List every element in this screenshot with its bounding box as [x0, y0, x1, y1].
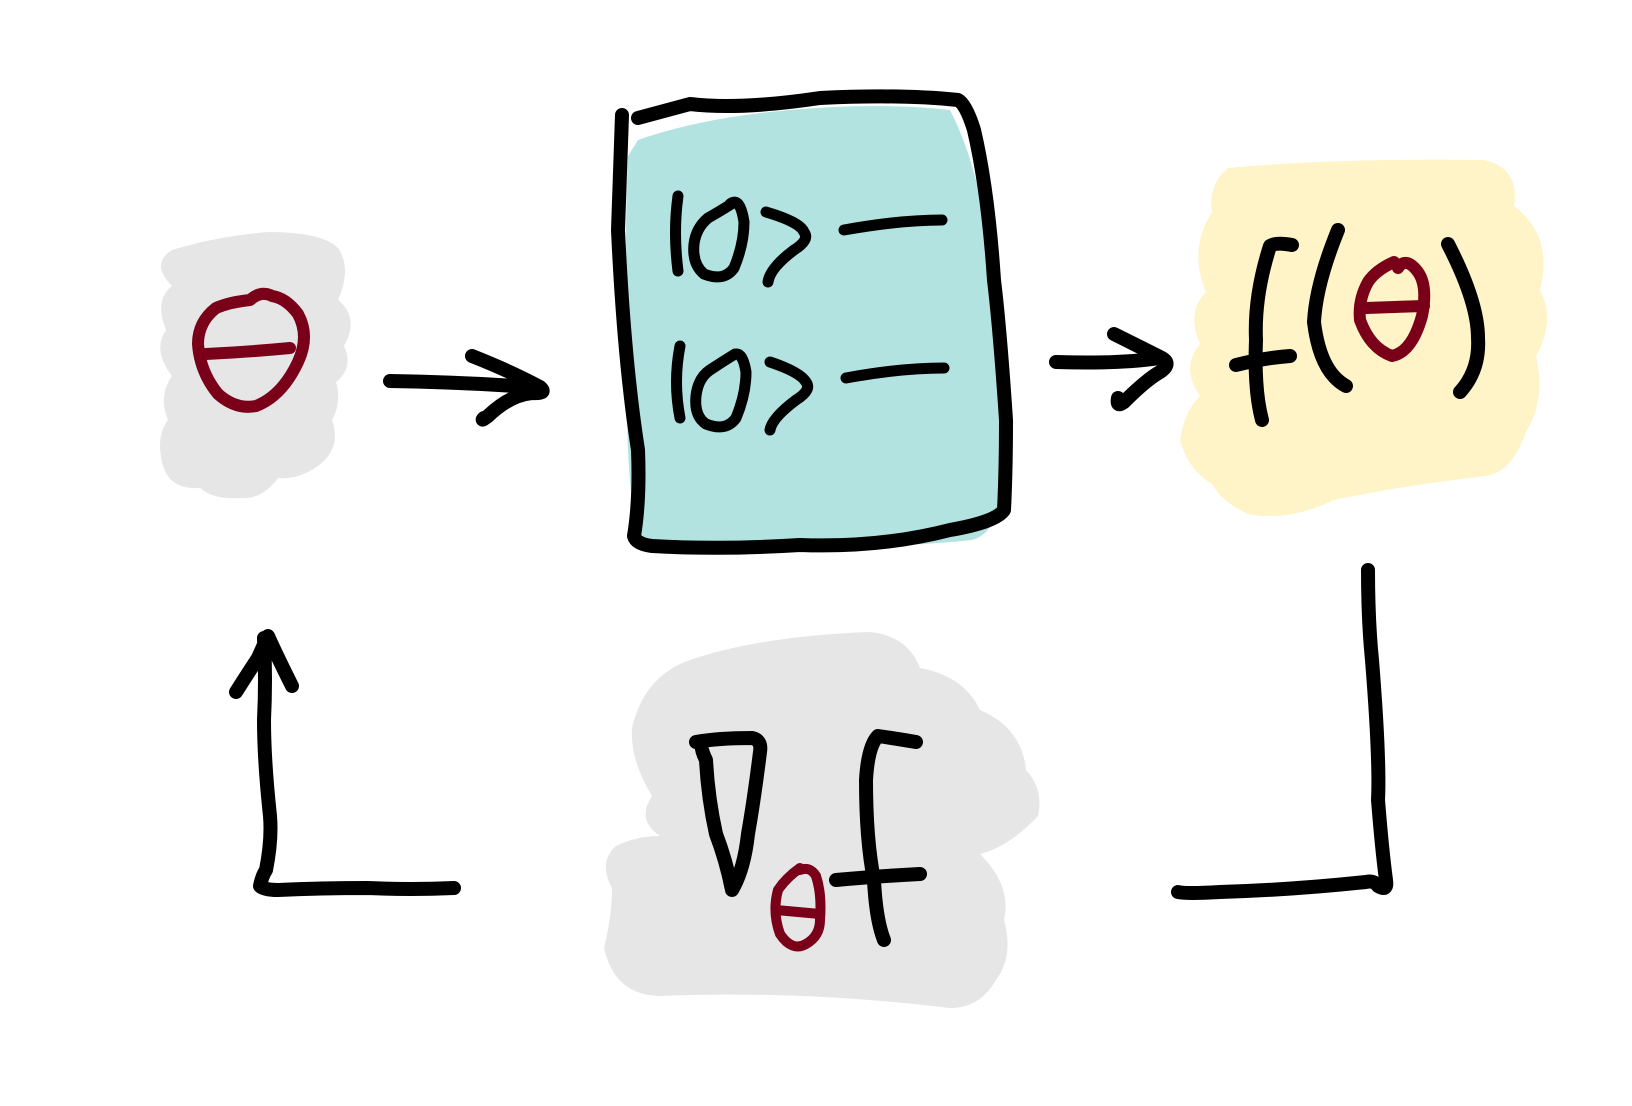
row-2-value: [840, 362, 950, 384]
row-1-value: [838, 214, 948, 236]
arrow-parameter-to-model: [383, 349, 550, 427]
row-2-label: [671, 340, 814, 436]
gradient-nabla: [689, 731, 768, 897]
gradient-node: [604, 632, 1040, 1008]
row-1-label: [670, 190, 812, 288]
output-theta-arg: [1353, 256, 1431, 362]
gradient-subscript-theta: [770, 863, 826, 952]
model-row-2: [671, 340, 950, 436]
arrow-gradient-to-parameter: [229, 629, 461, 897]
model-frame: [611, 89, 1013, 555]
model-node: [611, 89, 1013, 555]
parameter-blob: [160, 232, 351, 499]
model-fill: [626, 106, 1003, 547]
gradient-blob: [604, 632, 1040, 1008]
output-close-paren: [1441, 237, 1486, 399]
output-open-paren: [1307, 223, 1353, 393]
theta-symbol: [192, 287, 310, 413]
gradient-function-f: [829, 729, 927, 947]
parameter-node: [160, 232, 351, 499]
arrow-output-to-gradient: [1171, 563, 1394, 900]
output-function-f: [1229, 236, 1299, 427]
arrow-model-to-output: [1049, 327, 1174, 412]
output-node: [1180, 159, 1548, 517]
model-row-1: [670, 190, 948, 288]
